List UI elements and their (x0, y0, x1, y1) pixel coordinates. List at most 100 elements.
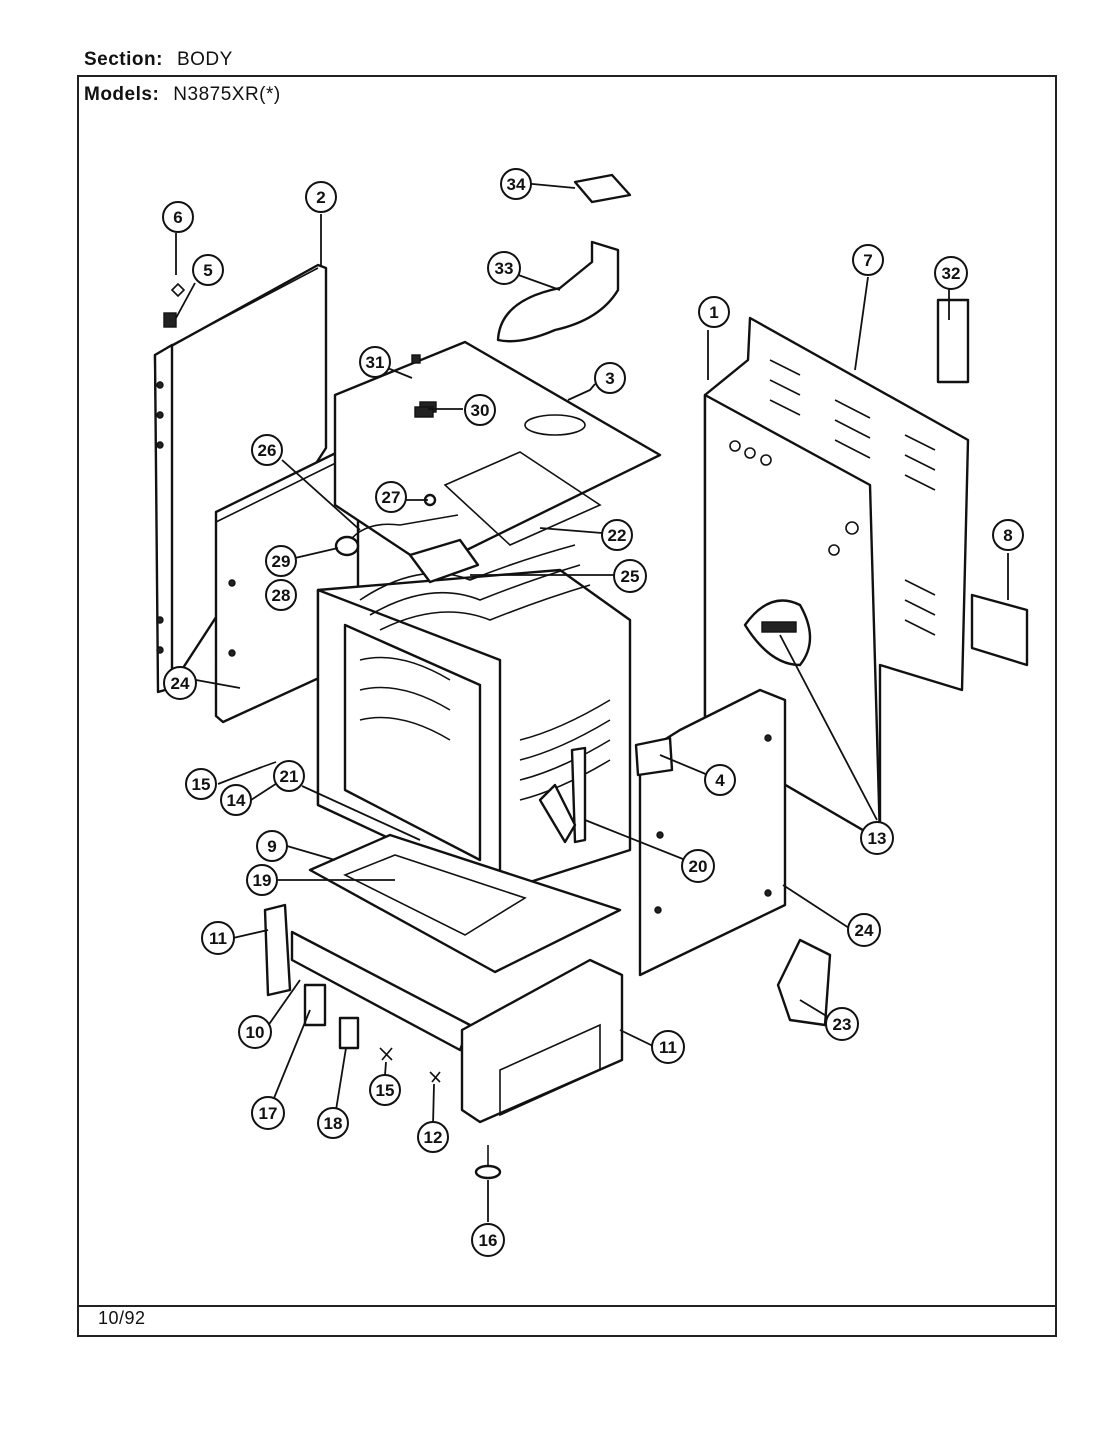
callout-5-label: 5 (203, 261, 212, 280)
callout-21-label: 21 (280, 767, 299, 786)
section-heading: Section: BODY (84, 49, 233, 71)
callout-4-label: 4 (715, 771, 725, 790)
callout-19-label: 19 (253, 871, 272, 890)
callout-10-label: 10 (246, 1023, 265, 1042)
callout-16: 16 (471, 1223, 505, 1257)
callout-2-label: 2 (316, 188, 325, 207)
callout-15-left-label: 15 (192, 775, 211, 794)
callout-30: 30 (464, 394, 496, 426)
part-bracket (634, 736, 674, 777)
callout-20-label: 20 (689, 857, 708, 876)
callout-26: 26 (251, 434, 283, 466)
callout-14-label: 14 (227, 791, 246, 810)
callout-3: 3 (594, 362, 626, 394)
callout-4: 4 (704, 764, 736, 796)
callout-17: 17 (251, 1096, 285, 1130)
callout-1-label: 1 (709, 303, 718, 322)
callout-10: 10 (238, 1015, 272, 1049)
callout-8-label: 8 (1003, 526, 1012, 545)
part-insulation-strip (496, 240, 620, 343)
callout-11-right-label: 11 (659, 1038, 677, 1057)
callout-15-left: 15 (185, 768, 217, 800)
part-base-frame (263, 903, 624, 1124)
callout-22: 22 (601, 519, 633, 551)
callout-19: 19 (246, 864, 278, 896)
part-oven-bottom (308, 833, 622, 974)
callout-33-label: 33 (495, 259, 514, 278)
callout-33: 33 (487, 251, 521, 285)
callout-15-bottom: 15 (369, 1074, 401, 1106)
callout-32: 32 (934, 256, 968, 290)
callout-32-label: 32 (942, 264, 961, 283)
callout-34-label: 34 (507, 175, 526, 194)
models-label: Models: (84, 84, 160, 105)
callout-30-label: 30 (471, 401, 490, 420)
diagram-frame (77, 75, 1057, 1337)
part-leveling-leg (474, 1145, 502, 1180)
part-light-socket (334, 535, 360, 557)
callout-16-label: 16 (479, 1231, 498, 1250)
callout-21: 21 (273, 760, 305, 792)
callout-23: 23 (825, 1007, 859, 1041)
callout-3-label: 3 (605, 369, 614, 388)
part-switch-30 (414, 406, 434, 418)
part-leveling-bracket (776, 938, 832, 1027)
callout-24-right-label: 24 (855, 921, 874, 940)
callout-28-label: 28 (272, 586, 291, 605)
callout-5: 5 (192, 254, 224, 286)
part-clip (573, 173, 632, 204)
part-broil-element (359, 538, 591, 631)
callout-2: 2 (305, 181, 337, 213)
callout-34: 34 (500, 168, 532, 200)
callout-29: 29 (265, 545, 297, 577)
part-vent-cover (970, 593, 1029, 667)
callout-24-right: 24 (847, 913, 881, 947)
callout-22-label: 22 (608, 526, 627, 545)
footer-divider (77, 1305, 1057, 1307)
callout-31: 31 (359, 346, 391, 378)
callout-1: 1 (698, 296, 730, 328)
callout-27: 27 (375, 481, 407, 513)
callout-20: 20 (681, 849, 715, 883)
callout-6-label: 6 (173, 208, 182, 227)
leader-lines (175, 182, 1009, 1222)
callout-28: 28 (265, 579, 297, 611)
section-value: BODY (176, 49, 233, 70)
callout-18-label: 18 (324, 1114, 343, 1133)
models-heading: Models: N3875XR(*) (84, 84, 281, 106)
callout-15-bottom-label: 15 (376, 1081, 395, 1100)
diagram-artwork (153, 173, 1029, 1180)
callout-24-left: 24 (163, 666, 197, 700)
part-mounting-clip (338, 1016, 360, 1050)
callout-13: 13 (860, 821, 894, 855)
part-screw-15b (379, 1047, 393, 1061)
part-side-trim (153, 263, 328, 694)
part-hinge (538, 746, 587, 844)
callout-11-left: 11 (201, 921, 235, 955)
revision-date: 10/92 (98, 1308, 146, 1328)
part-top-panel (333, 340, 662, 570)
callout-18: 18 (317, 1107, 349, 1139)
callout-7: 7 (852, 244, 884, 276)
callout-14: 14 (220, 784, 252, 816)
callout-31-label: 31 (366, 353, 385, 372)
callout-11-right: 11 (651, 1030, 685, 1064)
callout-24-left-label: 24 (171, 674, 190, 693)
callout-17-label: 17 (259, 1104, 278, 1123)
part-right-side-panel (638, 688, 787, 977)
callout-6: 6 (162, 201, 194, 233)
callout-12: 12 (417, 1121, 449, 1153)
part-oven-cavity (316, 568, 632, 892)
part-screw-15a (261, 761, 277, 768)
callout-25: 25 (613, 559, 647, 593)
callout-27-label: 27 (382, 488, 401, 507)
callout-25-label: 25 (621, 567, 640, 586)
callout-11-left-label: 11 (209, 929, 227, 948)
section-label: Section: (84, 49, 163, 70)
callout-23-label: 23 (833, 1015, 852, 1034)
callout-9-label: 9 (267, 837, 276, 856)
models-value: N3875XR(*) (173, 84, 281, 105)
part-terminal-block (936, 298, 970, 384)
callout-12-label: 12 (424, 1128, 443, 1147)
